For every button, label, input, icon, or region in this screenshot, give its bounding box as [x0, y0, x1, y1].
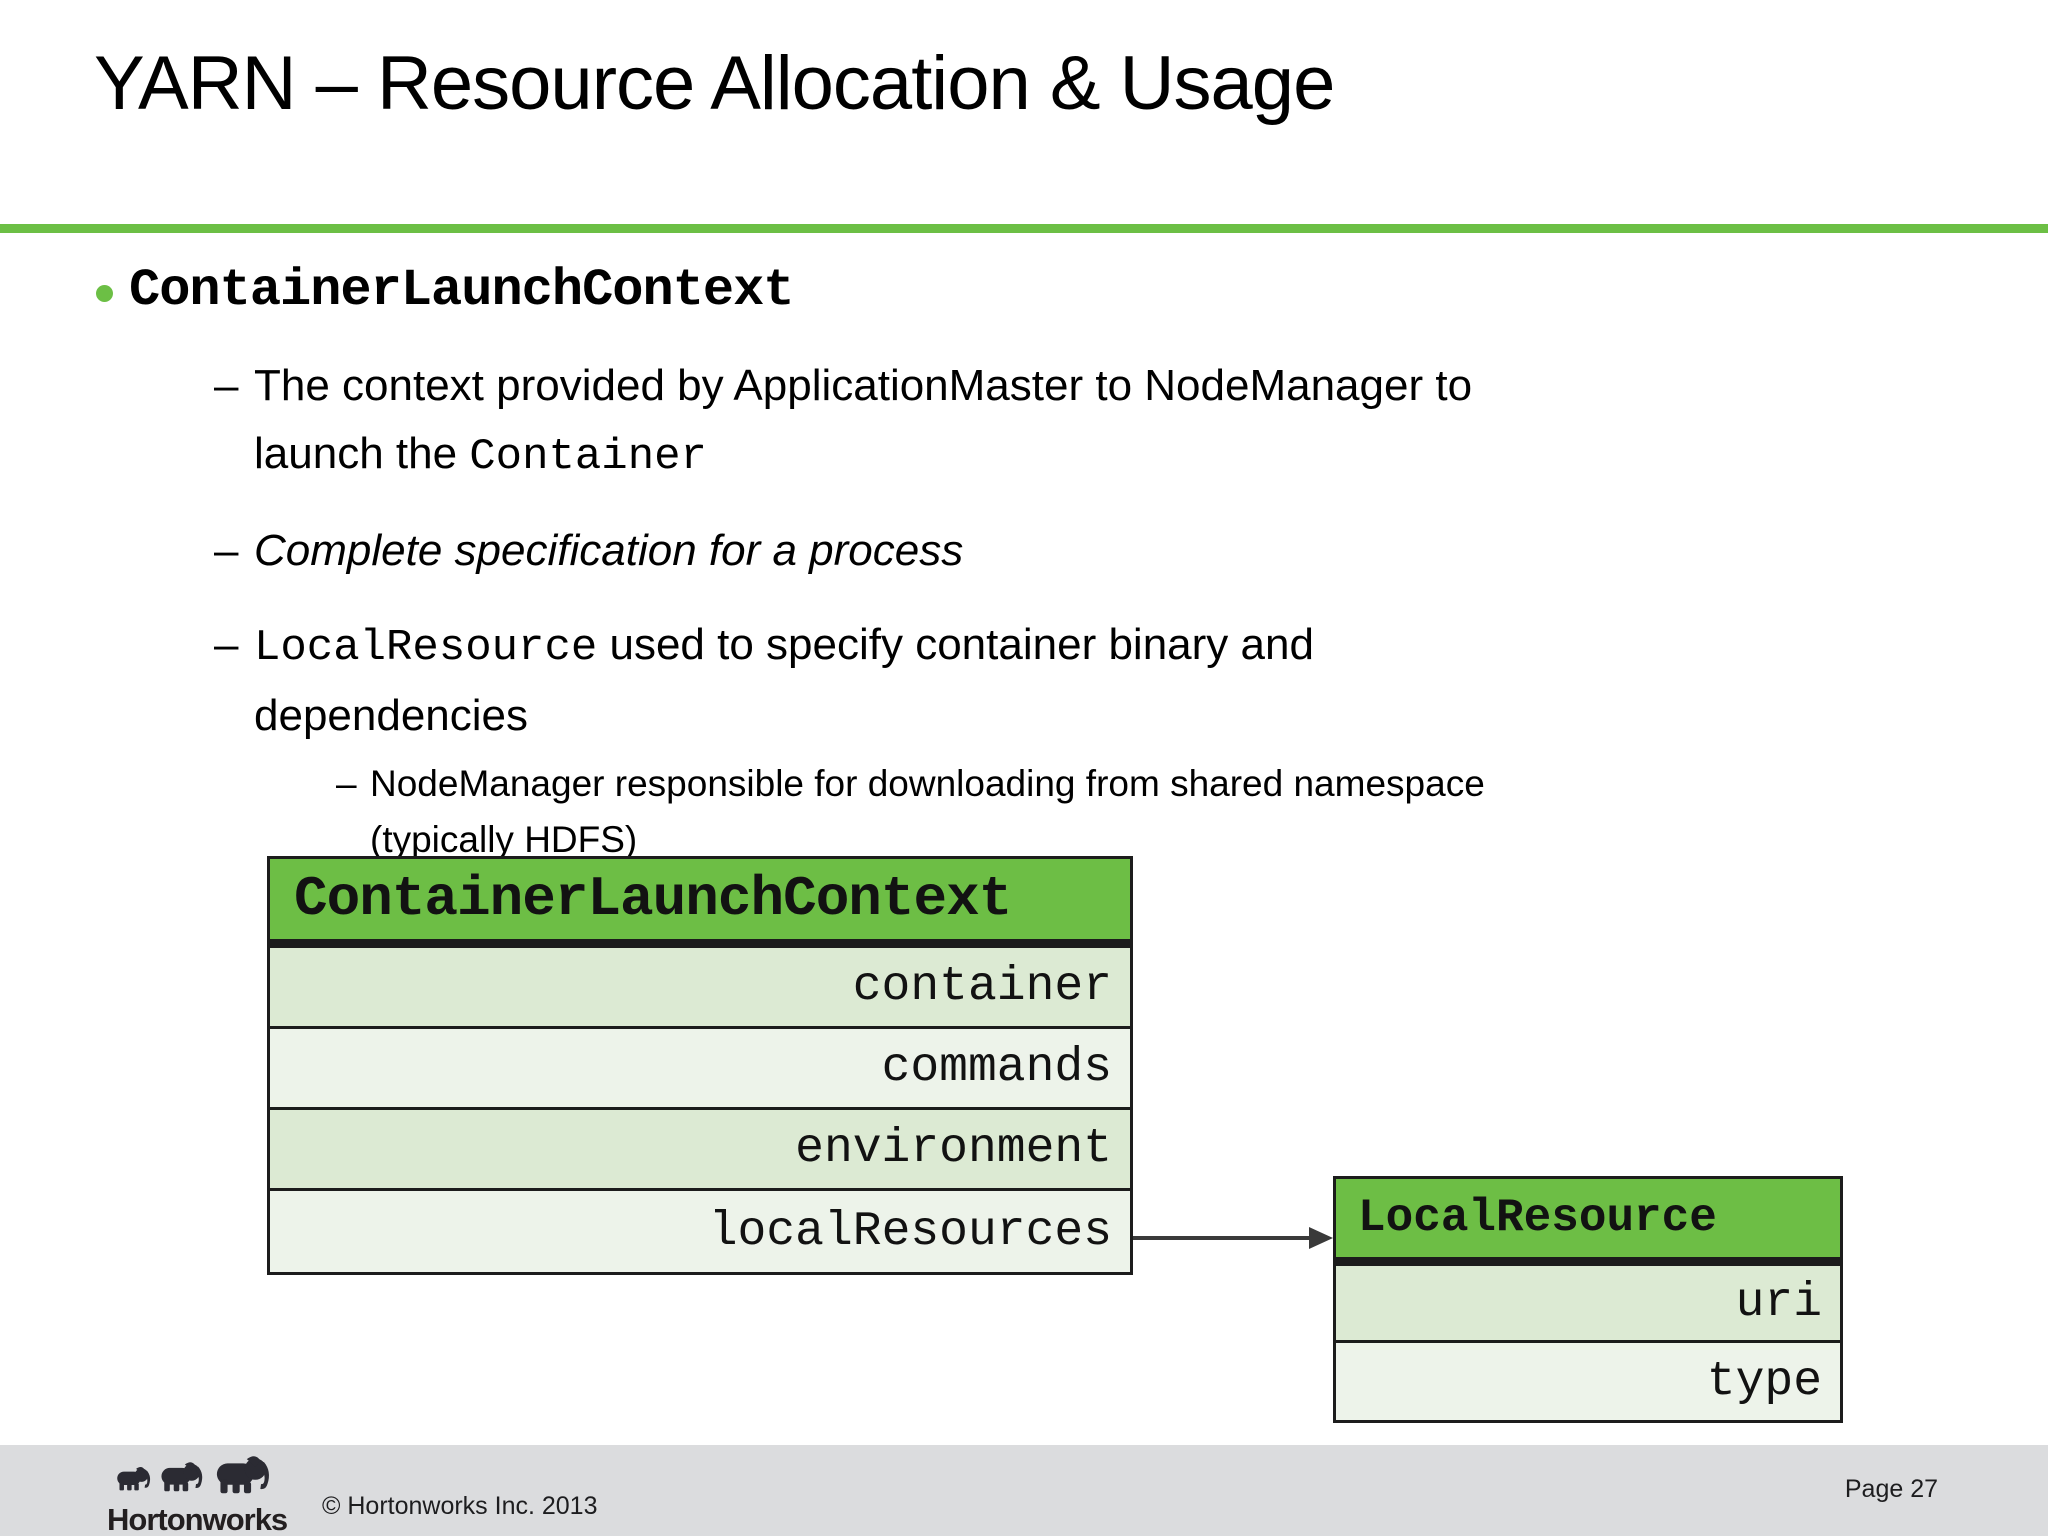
bullet-text-line2: (typically HDFS): [370, 819, 638, 860]
bullet-text-line2: dependencies: [254, 691, 529, 740]
copyright-text: © Hortonworks Inc. 2013: [322, 1492, 598, 1520]
page-title: YARN – Resource Allocation & Usage: [94, 41, 1335, 126]
bullet-complete-spec: – Complete specification for a process: [214, 517, 1976, 585]
hortonworks-logo-text: Hortonworks: [107, 1502, 288, 1537]
bullet-text: LocalResource used to specify container …: [254, 611, 1314, 750]
bullet-localresource: – LocalResource used to specify containe…: [214, 611, 1976, 750]
table-row: localResources: [270, 1191, 1130, 1272]
bullet-level1-label: ContainerLaunchContext: [129, 261, 795, 320]
slide-body: ContainerLaunchContext – The context pro…: [96, 256, 1976, 868]
bullet-text-line1: used to specify container binary and: [597, 620, 1314, 669]
dash-marker: –: [214, 526, 239, 575]
table-row: type: [1336, 1343, 1840, 1420]
bullet-text: Complete specification for a process: [254, 526, 964, 575]
bullet-text: NodeManager responsible for downloading …: [370, 756, 1485, 868]
localresource-table-rows: uri type: [1333, 1266, 1843, 1423]
containerlaunchcontext-table: ContainerLaunchContext container command…: [267, 856, 1133, 1275]
dash-marker: –: [214, 361, 239, 410]
bullet-text: The context provided by ApplicationMaste…: [254, 352, 1472, 491]
table-row: container: [270, 948, 1130, 1029]
hortonworks-elephants-icon: [117, 1456, 269, 1494]
dash-marker: –: [336, 763, 357, 804]
green-bullet-dot-icon: [96, 284, 113, 302]
page-number: Page 27: [1844, 1475, 1938, 1503]
association-arrow-icon: [1133, 1227, 1333, 1249]
dash-marker: –: [214, 620, 239, 669]
bullet-text-line2: launch the: [254, 429, 470, 478]
bullet-level1: ContainerLaunchContext: [96, 256, 1976, 326]
hortonworks-logo: Hortonworks: [95, 1452, 325, 1538]
bullet-text-line1: NodeManager responsible for downloading …: [370, 763, 1485, 804]
inline-code-container: Container: [469, 432, 707, 482]
footer-bar: [0, 1445, 2048, 1536]
inline-code-localresource: LocalResource: [254, 623, 598, 673]
localresource-table-header: LocalResource: [1333, 1176, 1843, 1266]
bullet-context-provided: – The context provided by ApplicationMas…: [214, 352, 1976, 491]
table-row: uri: [1336, 1266, 1840, 1343]
table-row: commands: [270, 1029, 1130, 1110]
bullet-nodemanager-download: – NodeManager responsible for downloadin…: [336, 756, 1976, 868]
table-row: environment: [270, 1110, 1130, 1191]
containerlaunchcontext-table-header: ContainerLaunchContext: [267, 856, 1133, 948]
localresource-table: LocalResource uri type: [1333, 1176, 1843, 1423]
bullet-text-line1: The context provided by ApplicationMaste…: [254, 361, 1473, 410]
title-underline-rule: [0, 224, 2048, 233]
containerlaunchcontext-table-rows: container commands environment localReso…: [267, 948, 1133, 1275]
